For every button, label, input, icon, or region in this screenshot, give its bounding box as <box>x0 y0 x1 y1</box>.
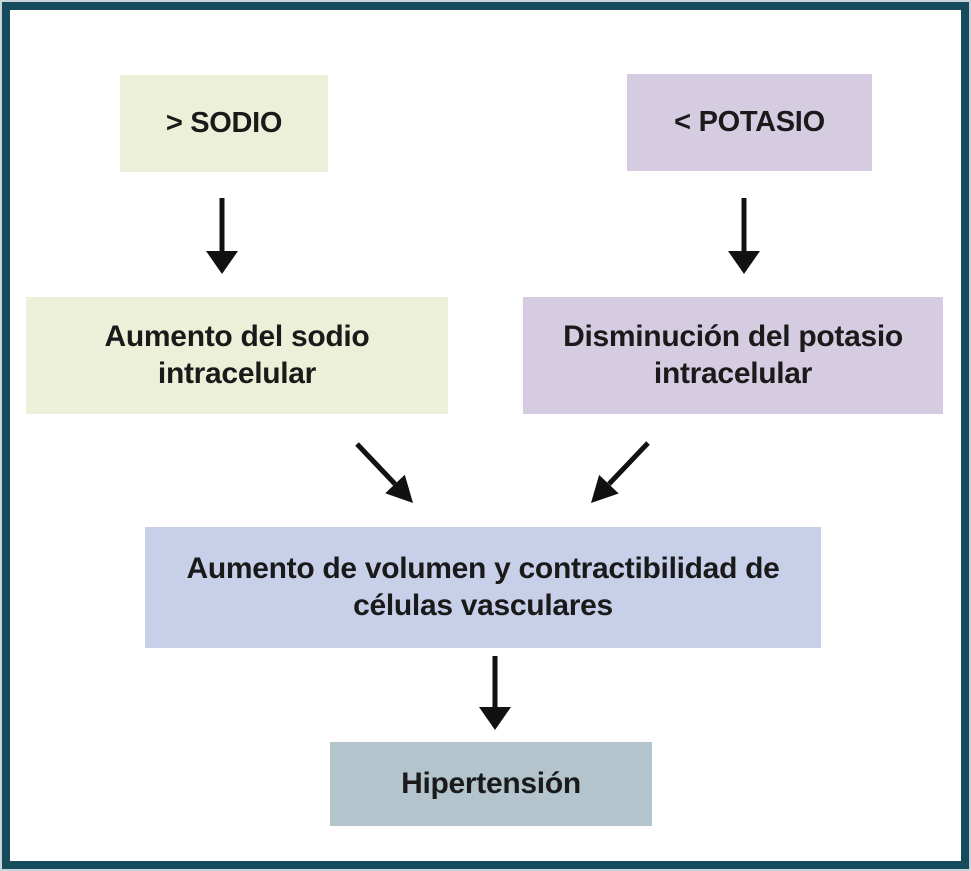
node-sodio-intracelular: Aumento del sodio intracelular <box>26 297 448 414</box>
arrow-potasio-down-icon <box>728 198 760 274</box>
node-potasio: < POTASIO <box>627 74 872 171</box>
arrow-diagonal-left-icon <box>355 442 413 503</box>
node-volumen-contractibilidad: Aumento de volumen y contractibilidad de… <box>145 527 821 648</box>
node-hipertension: Hipertensión <box>330 742 652 826</box>
arrow-volumen-down-icon <box>479 656 511 730</box>
arrow-sodio-down-icon <box>206 198 238 274</box>
node-sodio: > SODIO <box>120 75 328 172</box>
arrow-diagonal-right-icon <box>591 441 650 503</box>
node-potasio-intracelular: Disminución del potasio intracelular <box>523 297 943 414</box>
